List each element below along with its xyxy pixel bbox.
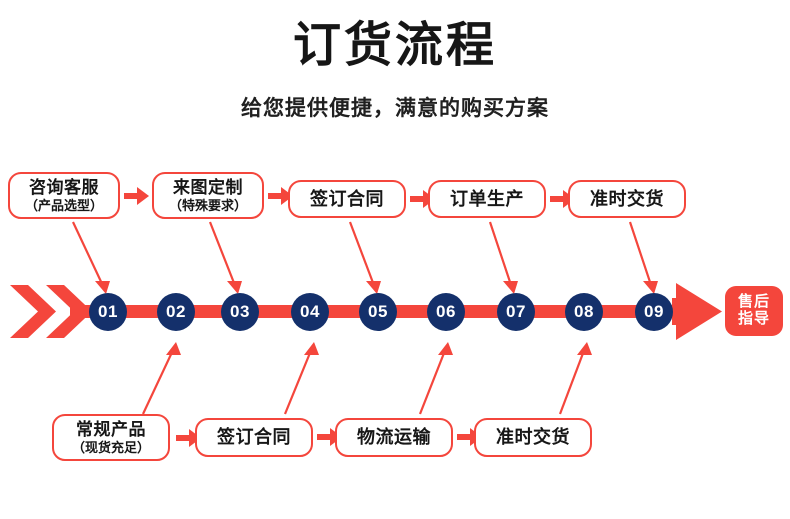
step-box-bottom-2-line1: 签订合同	[217, 427, 291, 448]
step-box-top-5-line1: 准时交货	[590, 188, 664, 209]
connector-bottom-heads	[166, 342, 592, 355]
step-box-top-5[interactable]: 准时交货	[568, 180, 686, 218]
step-box-top-3[interactable]: 签订合同	[288, 180, 406, 218]
connector-top-3	[348, 221, 377, 289]
step-box-top-2-line1: 来图定制	[173, 177, 243, 197]
connector-bottom-group	[142, 347, 587, 415]
step-circle-01[interactable]: 01	[89, 293, 127, 331]
step-circle-01-label: 01	[98, 302, 118, 321]
step-box-top-2[interactable]: 来图定制 （特殊要求）	[152, 172, 264, 219]
after-sales-badge-line1: 售后	[737, 293, 770, 311]
step-circle-07[interactable]: 07	[497, 293, 535, 331]
step-circle-02[interactable]: 02	[157, 293, 195, 331]
step-box-top-1[interactable]: 咨询客服 （产品选型）	[8, 172, 120, 219]
step-circle-08-label: 08	[574, 302, 594, 321]
step-circle-05[interactable]: 05	[359, 293, 397, 331]
step-circle-03[interactable]: 03	[221, 293, 259, 331]
step-box-top-2-line2: （特殊要求）	[168, 197, 247, 213]
step-box-bottom-2[interactable]: 签订合同	[195, 418, 313, 457]
page-subtitle: 给您提供便捷，满意的购买方案	[241, 97, 549, 120]
step-box-bottom-3[interactable]: 物流运输	[335, 418, 453, 457]
step-box-bottom-1[interactable]: 常规产品 （现货充足）	[52, 414, 170, 461]
step-circle-06-label: 06	[436, 302, 456, 321]
arrow-head-top-5	[643, 281, 658, 294]
step-circle-05-label: 05	[368, 302, 388, 321]
connector-bottom-4	[558, 347, 587, 415]
connector-top-group	[72, 221, 654, 289]
arrow-head-bottom-2	[304, 342, 319, 355]
step-box-top-1-line1: 咨询客服	[29, 177, 99, 197]
step-box-bottom-1-line1: 常规产品	[76, 419, 146, 439]
step-circle-09[interactable]: 09	[635, 293, 673, 331]
after-sales-badge-line2: 指导	[737, 310, 770, 327]
step-circle-06[interactable]: 06	[427, 293, 465, 331]
connector-top-1	[72, 221, 105, 289]
arrow-head-bottom-3	[438, 342, 453, 355]
step-box-top-1-line2: （产品选型）	[24, 197, 103, 213]
connector-top-4	[488, 221, 514, 289]
step-circle-02-label: 02	[166, 302, 186, 321]
step-circle-03-label: 03	[230, 302, 250, 321]
connector-bottom-2	[283, 347, 314, 415]
step-box-top-4[interactable]: 订单生产	[428, 180, 546, 218]
step-circle-08[interactable]: 08	[565, 293, 603, 331]
step-box-top-3-line1: 签订合同	[310, 188, 384, 209]
step-box-bottom-4[interactable]: 准时交货	[474, 418, 592, 457]
connector-bottom-3	[418, 347, 448, 415]
chevron-icon-1	[10, 285, 56, 338]
connector-top-2	[208, 221, 238, 289]
step-box-bottom-4-line1: 准时交货	[496, 427, 570, 448]
step-box-top-4-line1: 订单生产	[450, 188, 524, 209]
step-circle-04[interactable]: 04	[291, 293, 329, 331]
page-title: 订货流程	[292, 19, 497, 72]
step-circle-07-label: 07	[506, 302, 526, 321]
connector-bottom-1	[142, 347, 175, 415]
step-circle-09-label: 09	[644, 302, 664, 321]
box-arrow-top-1	[124, 187, 150, 205]
step-circle-04-label: 04	[300, 302, 320, 321]
connector-top-5	[628, 221, 654, 289]
arrow-head-bottom-1	[166, 342, 181, 355]
arrow-head-bottom-4	[577, 342, 592, 355]
after-sales-badge[interactable]: 售后 指导	[725, 286, 783, 336]
step-box-bottom-3-line1: 物流运输	[357, 427, 431, 448]
step-box-bottom-1-line2: （现货充足）	[71, 439, 150, 455]
